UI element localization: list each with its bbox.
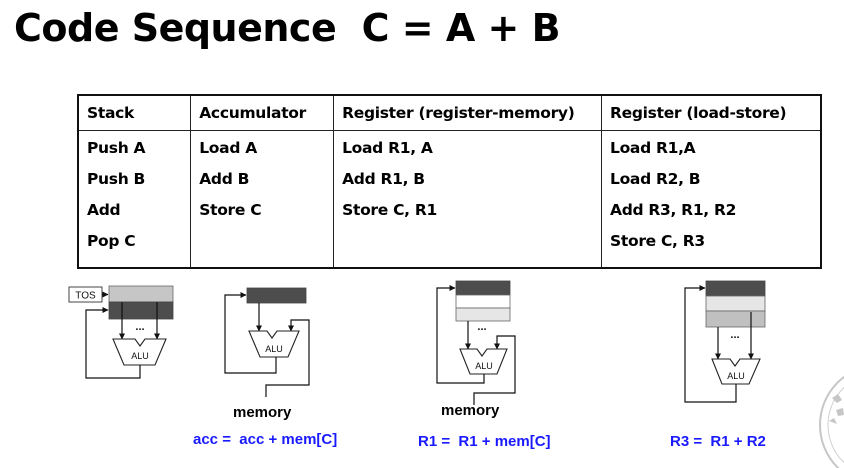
- ellipsis-label: ...: [730, 329, 739, 341]
- instruction: Store C, R1: [342, 201, 437, 219]
- column-load-store: Load R1,A Load R2, B Add R3, R1, R2 Stor…: [601, 130, 821, 268]
- instruction: Load R2, B: [610, 170, 701, 188]
- university-seal-watermark: [819, 375, 844, 468]
- register-r3: [455, 307, 511, 322]
- alu-shape: [112, 338, 167, 366]
- ellipsis-label: ...: [135, 321, 144, 333]
- accumulator-equation: acc = acc + mem[C]: [193, 431, 338, 448]
- instruction: Pop C: [87, 232, 136, 250]
- instruction: Add B: [199, 170, 250, 188]
- register-r1: [705, 280, 766, 297]
- alu-label: ALU: [131, 351, 149, 361]
- load-store-equation: R3 = R1 + R2: [670, 433, 766, 450]
- register-memory-equation: R1 = R1 + mem[C]: [418, 433, 551, 450]
- alu-shape: [459, 348, 508, 375]
- slide-title: Code Sequence C = A + B: [14, 6, 561, 50]
- alu-feedback-wire: [85, 307, 141, 379]
- accumulator-diagram: ALU: [224, 287, 310, 397]
- register-r3: [705, 310, 766, 328]
- instruction: Push B: [87, 170, 146, 188]
- register-memory-memory-label: memory: [441, 402, 500, 419]
- ellipsis-label: ...: [477, 321, 486, 333]
- register-r1: [455, 280, 511, 296]
- accumulator-memory-label: memory: [233, 404, 292, 421]
- stack-diagram: TOS ... ALU: [68, 285, 174, 379]
- alu-label: ALU: [475, 361, 493, 371]
- instruction: Add R1, B: [342, 170, 425, 188]
- accumulator-register: [246, 287, 307, 304]
- instruction: Push A: [87, 139, 146, 157]
- alu-shape: [711, 358, 761, 385]
- register-memory-diagram: ... ALU: [436, 280, 516, 405]
- header-load-store: Register (load-store): [601, 95, 821, 131]
- instruction: Add: [87, 201, 121, 219]
- instruction: Store C, R3: [610, 232, 705, 250]
- instruction: Load R1,A: [610, 139, 696, 157]
- code-sequence-table: Stack Accumulator Register (register-mem…: [77, 94, 822, 269]
- column-register-memory: Load R1, A Add R1, B Store C, R1: [333, 130, 602, 268]
- table-header-row: Stack Accumulator Register (register-mem…: [77, 95, 821, 131]
- alu-feedback-wire: [436, 285, 485, 384]
- register-r2: [705, 295, 766, 312]
- tos-label: TOS: [75, 291, 96, 302]
- alu-label: ALU: [727, 371, 745, 381]
- header-accumulator: Accumulator: [190, 95, 334, 131]
- header-stack: Stack: [77, 95, 191, 131]
- alu-label: ALU: [265, 344, 283, 354]
- header-register-memory: Register (register-memory): [333, 95, 602, 131]
- table-row: Push A Push B Add Pop C Load A Add B Sto…: [77, 130, 821, 268]
- instruction: Add R3, R1, R2: [610, 201, 737, 219]
- stack-top-register: [108, 285, 174, 303]
- instruction: Store C: [199, 201, 262, 219]
- memory-input-wire: [473, 335, 516, 405]
- memory-input-wire: [265, 319, 310, 397]
- alu-shape: [248, 330, 300, 358]
- column-accumulator: Load A Add B Store C: [190, 130, 334, 268]
- load-store-diagram: ... ALU: [684, 280, 766, 403]
- instruction: Load A: [199, 139, 257, 157]
- alu-feedback-wire: [684, 285, 737, 403]
- column-stack: Push A Push B Add Pop C: [77, 130, 191, 268]
- stack-register: [108, 301, 174, 320]
- instruction: Load R1, A: [342, 139, 433, 157]
- register-r2: [455, 294, 511, 309]
- alu-feedback-wire: [224, 292, 277, 374]
